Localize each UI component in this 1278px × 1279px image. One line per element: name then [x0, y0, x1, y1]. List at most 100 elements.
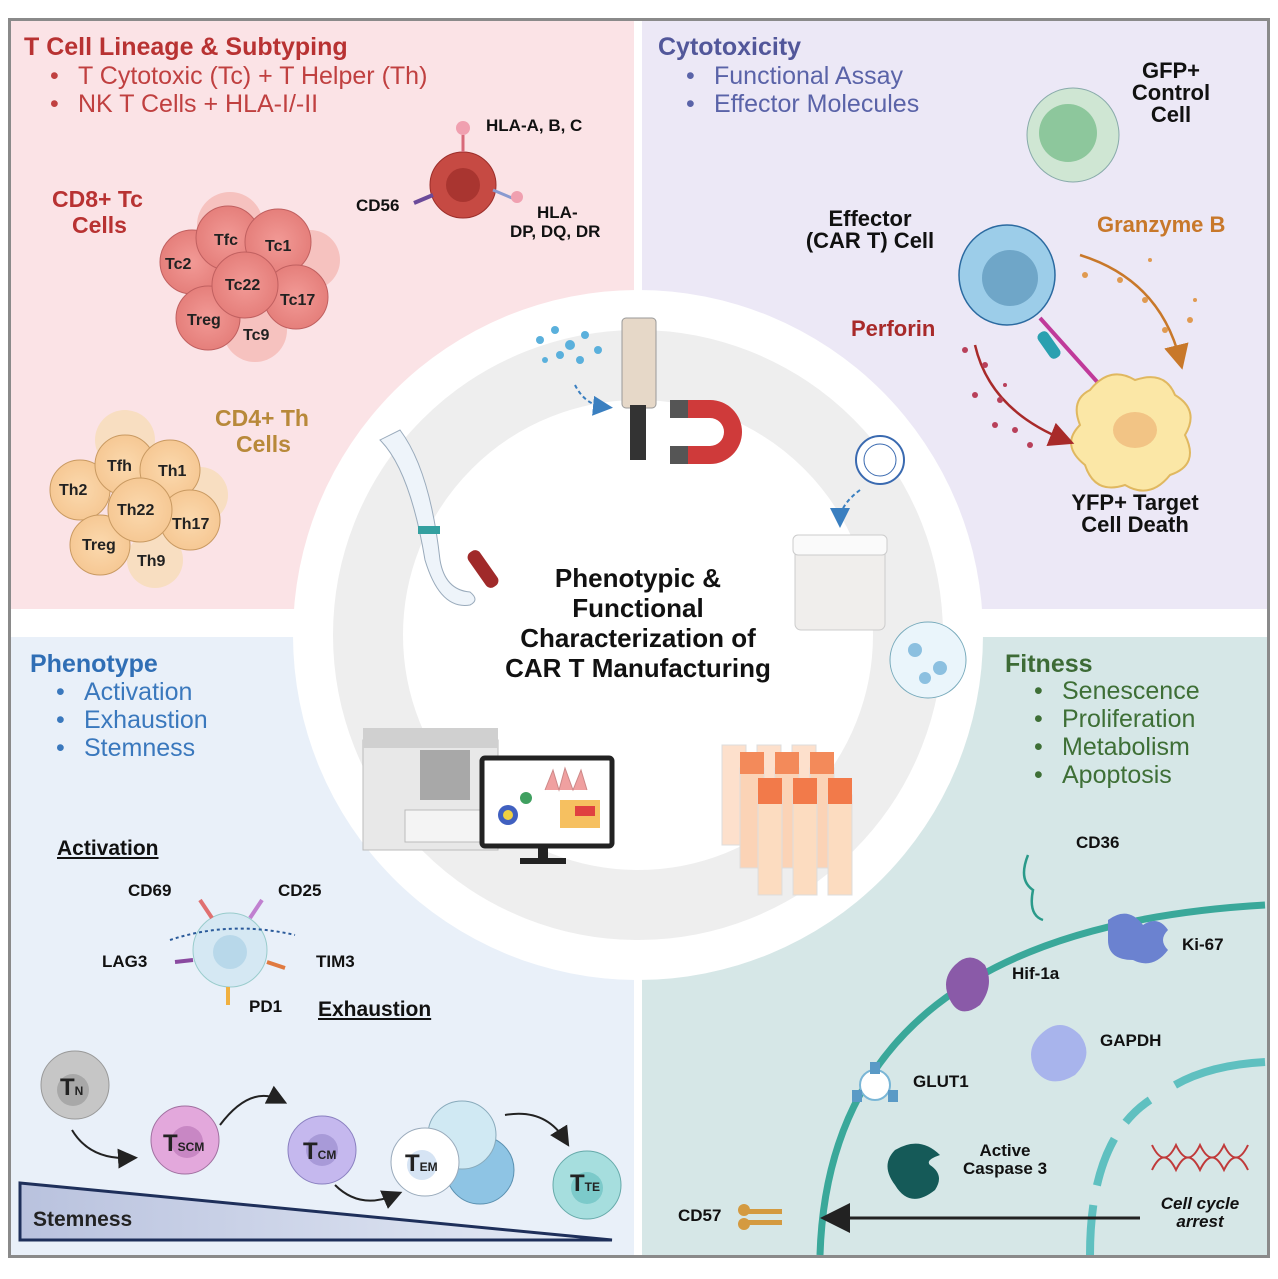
arrest-label-line: Cell cycle: [1160, 1194, 1240, 1213]
hla-d-label-1: HLA-: [537, 203, 578, 222]
cryovials-icon: [721, 744, 853, 896]
subset-sub: N: [74, 1084, 84, 1098]
cd69-label: CD69: [128, 881, 172, 900]
lineage-bullets: T Cytotoxic (Tc) + T Helper (Th) NK T Ce…: [44, 62, 427, 118]
fitness-bullet: Proliferation: [1028, 705, 1200, 733]
fitness-title: Fitness: [1005, 650, 1093, 678]
t-scm-label: TSCM: [163, 1130, 204, 1158]
control-cell-label: GFP+ Control Cell: [1126, 60, 1216, 126]
cd4-subset: Th17: [172, 516, 210, 533]
target-cell-dying: [1070, 373, 1192, 492]
diff-arrow-2: [219, 1085, 288, 1126]
cd4-subset: Th2: [59, 482, 88, 499]
subset-main: T: [303, 1138, 318, 1165]
cd57-label: CD57: [678, 1206, 722, 1225]
activation-marker-cell: [169, 898, 296, 1005]
cd8-subset: Tc22: [225, 277, 261, 294]
effector-cell-label-line: Effector: [828, 206, 912, 231]
caspase3-label: Active Caspase 3: [950, 1142, 1060, 1178]
dna-damage-icon: [1151, 1142, 1249, 1173]
microscope-view-icon: [889, 621, 967, 699]
subset-main: T: [163, 1130, 178, 1157]
subset-main: T: [60, 1074, 75, 1101]
caspase3-protein: [887, 1143, 940, 1199]
cd56-label: CD56: [356, 196, 400, 215]
diff-arrow-4: [504, 1112, 570, 1147]
t-cm-cell: [287, 1115, 357, 1185]
fitness-bullet: Metabolism: [1028, 733, 1200, 761]
cd36-label: CD36: [1076, 833, 1120, 852]
gapdh-protein: [1031, 1025, 1087, 1082]
center-title-line: Characterization of: [520, 623, 756, 653]
center-title: Phenotypic & Functional Characterization…: [478, 563, 798, 683]
cd8-subset: Tc17: [280, 292, 316, 309]
pd1-label: PD1: [249, 997, 283, 1016]
cd8-label: CD8+ Tc: [52, 186, 143, 212]
analysis-monitor-icon: [479, 755, 615, 864]
target-cell-label-line: YFP+ Target: [1071, 490, 1199, 515]
t-naive-label: TN: [60, 1074, 83, 1102]
perforin-arrow: [973, 344, 1075, 447]
effector-cell-label-line: (CAR T) Cell: [805, 228, 935, 253]
lag3-label: LAG3: [102, 952, 148, 971]
diff-arrow-1: [71, 1129, 138, 1169]
control-cell-label-line: Control: [1131, 80, 1211, 105]
cd8-subset: Tc1: [265, 238, 292, 255]
caspase3-label-line: Caspase 3: [962, 1159, 1048, 1178]
phenotype-bullet: Activation: [50, 678, 208, 706]
cd4-subset: Treg: [82, 537, 116, 554]
arm-blood-draw-icon: [379, 429, 499, 606]
glut1-transporter: [852, 1062, 898, 1102]
granzyme-label: Granzyme B: [1097, 212, 1226, 237]
hla-d-label-2: DP, DQ, DR: [510, 222, 601, 241]
t-te-label: TTE: [570, 1170, 600, 1198]
cd8-subset: Treg: [187, 312, 221, 329]
t-naive-cell: [40, 1050, 110, 1120]
cytotoxicity-bullet: Functional Assay: [680, 62, 919, 90]
subset-main: T: [405, 1150, 420, 1177]
phenotype-bullet: Exhaustion: [50, 706, 208, 734]
cd8-label-2: Cells: [72, 212, 127, 238]
lentivirus-icon: [855, 435, 905, 485]
culture-plate-icon: [792, 534, 888, 631]
caspase3-label-line: Active: [979, 1141, 1031, 1160]
cd4-subset: Tfh: [107, 458, 132, 475]
phenotype-bullet: Stemness: [50, 734, 208, 762]
cytotoxicity-bullets: Functional Assay Effector Molecules: [680, 62, 919, 118]
cd8-subset: Tc9: [243, 327, 270, 344]
effector-car-t-cell: [958, 224, 1102, 387]
bead-arrow: [574, 384, 613, 416]
center-title-line: CAR T Manufacturing: [505, 653, 771, 683]
control-cell-label-line: Cell: [1150, 102, 1192, 127]
subset-main: T: [570, 1170, 585, 1197]
activation-heading: Activation: [57, 837, 159, 860]
cd8-cell-cluster: [159, 192, 340, 362]
cytotoxicity-title: Cytotoxicity: [658, 33, 802, 61]
cd57-receptor: [738, 1204, 782, 1230]
center-title-line: Functional: [572, 593, 704, 623]
lineage-bullet: T Cytotoxic (Tc) + T Helper (Th): [44, 62, 427, 90]
cd8-subset: Tc2: [165, 256, 192, 273]
center-title-line: Phenotypic &: [554, 563, 722, 593]
t-scm-cell: [150, 1105, 220, 1175]
cd4-label-2: Cells: [236, 431, 291, 457]
magnetic-separation-icon: [621, 317, 742, 464]
flow-cytometer-icon: [362, 728, 499, 851]
antibody-beads-icon: [536, 326, 602, 364]
ki67-label: Ki-67: [1182, 935, 1224, 954]
target-cell-label: YFP+ Target Cell Death: [1055, 492, 1215, 536]
granzyme-arrow: [1079, 253, 1189, 370]
subset-sub: TE: [584, 1180, 601, 1194]
cell-membrane: [816, 901, 1266, 1256]
t-te-cell: [552, 1150, 622, 1220]
ki67-protein: [1108, 913, 1168, 964]
control-cell-label-line: GFP+: [1141, 58, 1201, 83]
nk-cell: [413, 121, 523, 219]
stemness-gradient: [18, 1181, 613, 1242]
effector-cell-label: Effector (CAR T) Cell: [790, 208, 950, 252]
t-em-label: TEM: [405, 1150, 438, 1178]
hif1a-protein: [946, 957, 989, 1012]
cd4-cell-cluster: [49, 410, 228, 588]
t-em-cell-group: [390, 1100, 515, 1205]
glut1-label: GLUT1: [913, 1072, 969, 1091]
